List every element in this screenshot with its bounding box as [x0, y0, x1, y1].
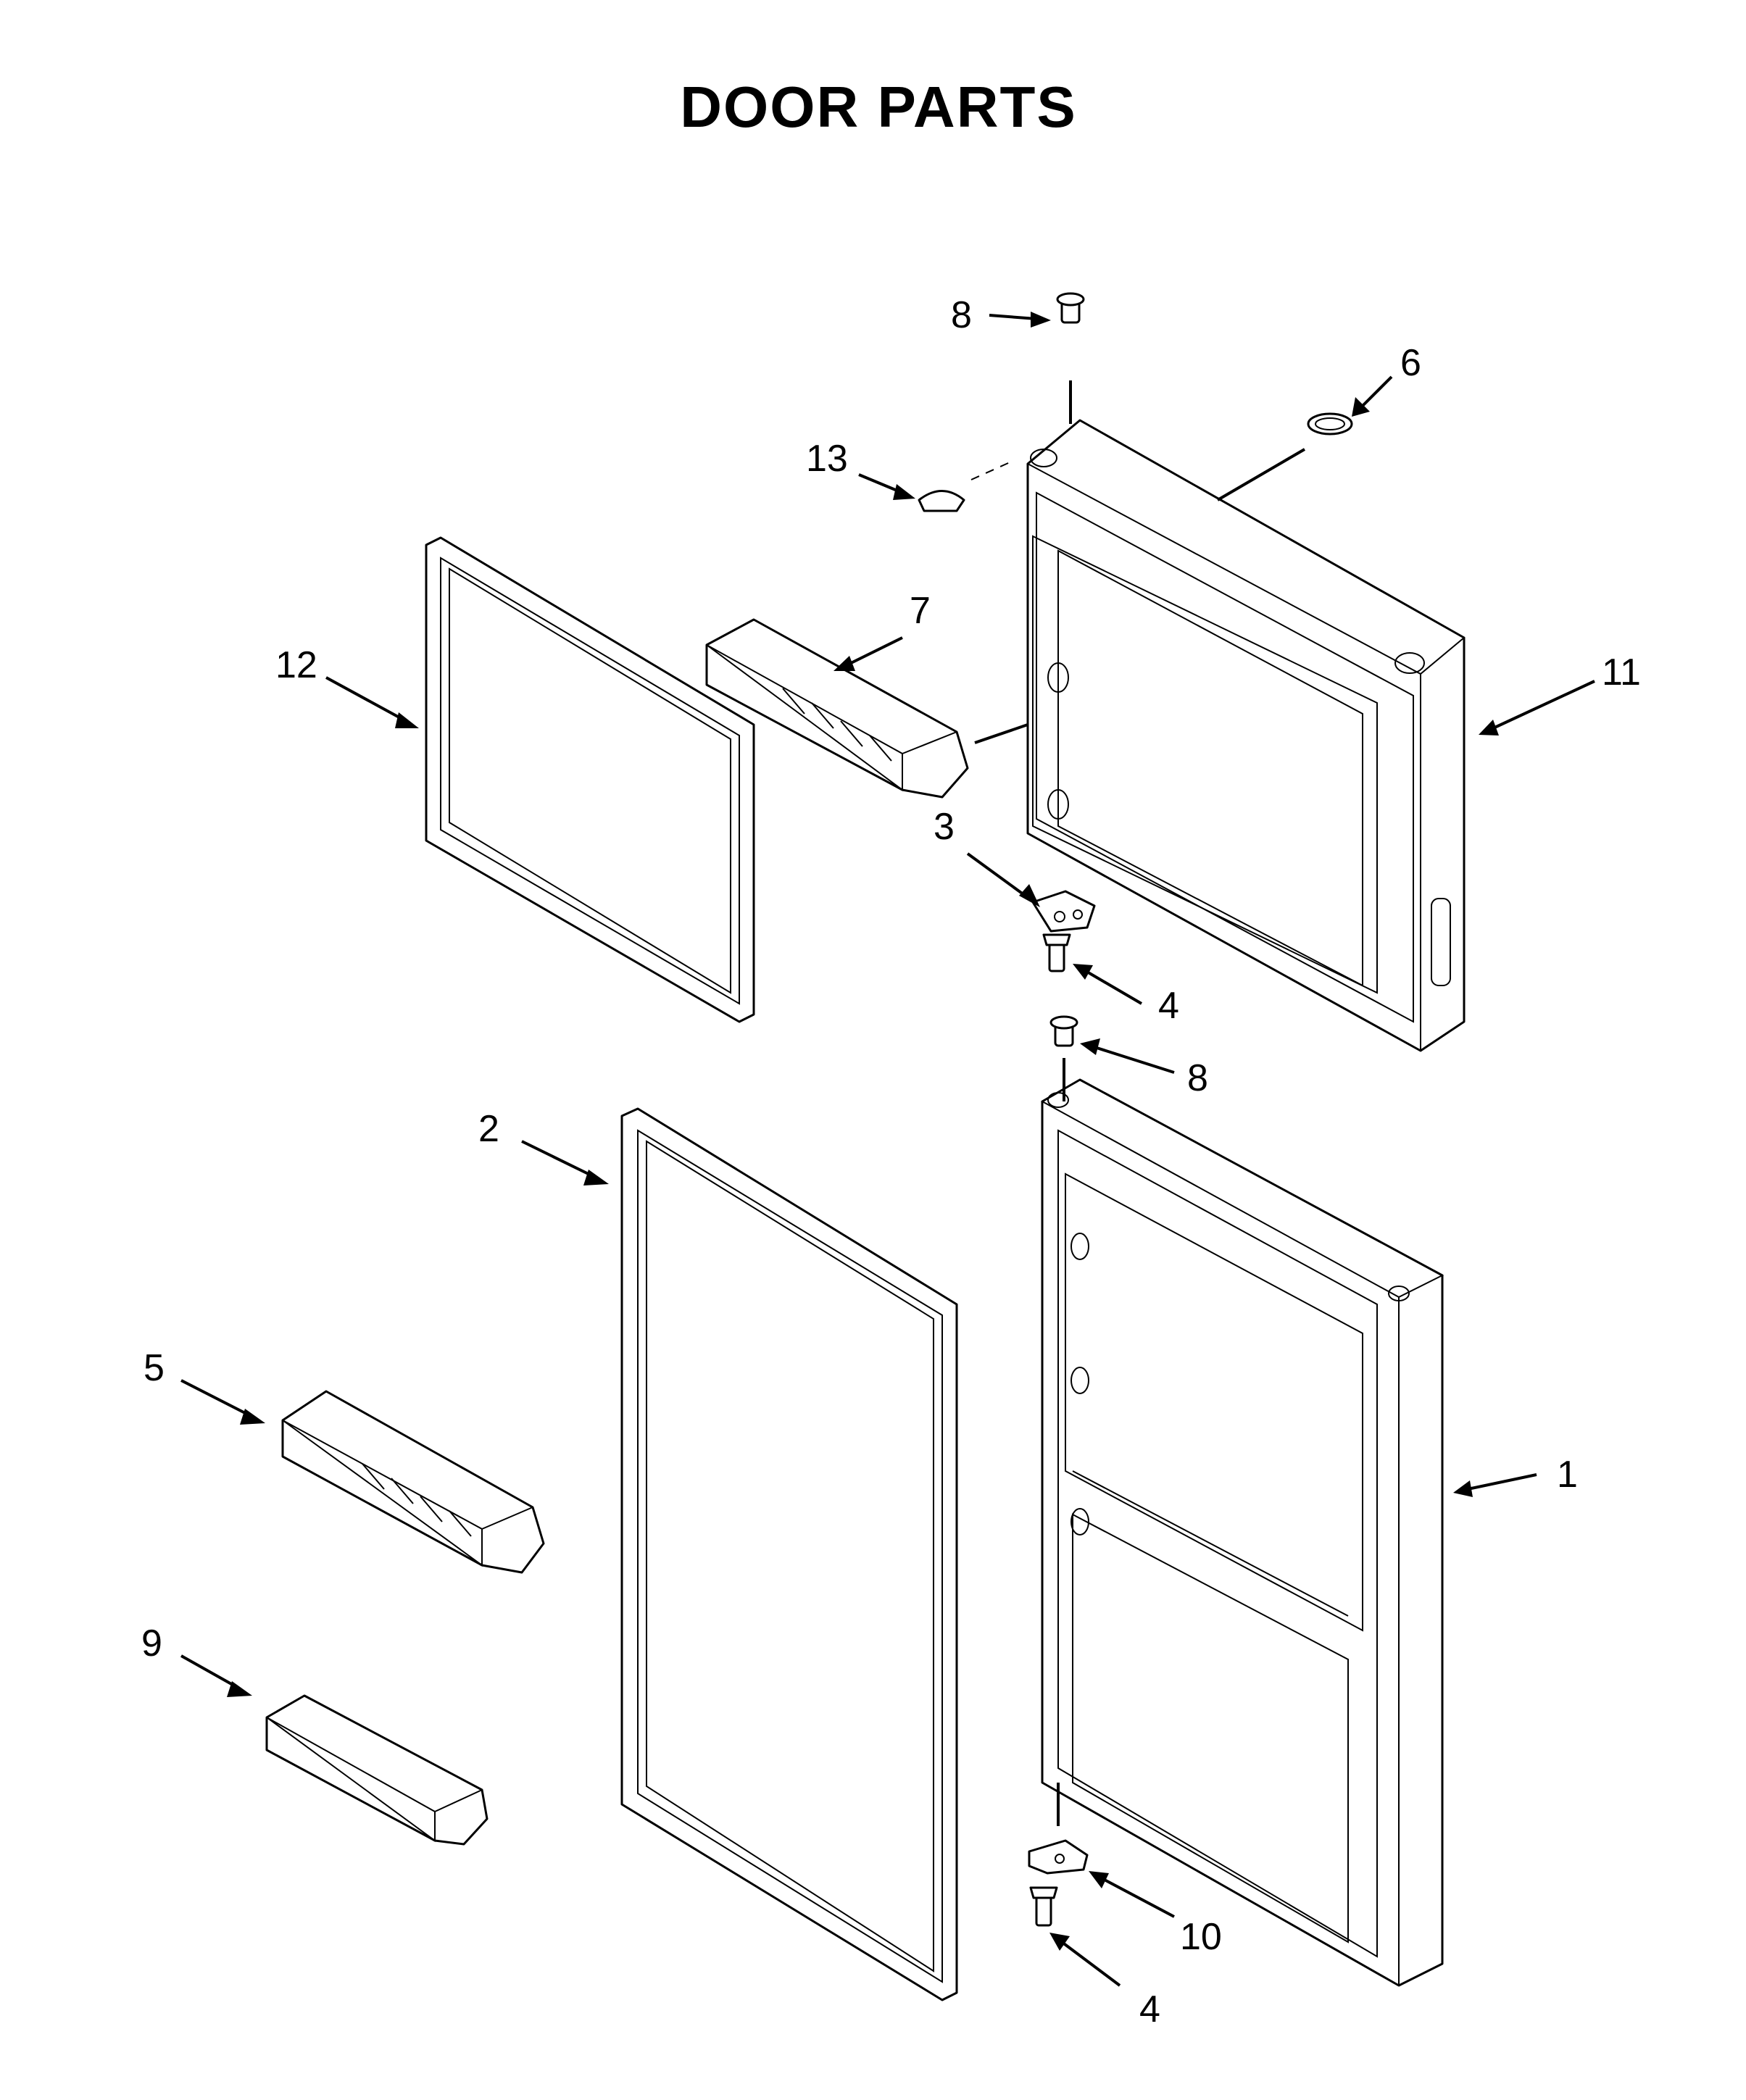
- callout-8-upper: 8: [951, 294, 972, 336]
- freezer-door-bin-part-7: [705, 618, 969, 799]
- hinge-pin-part-8-upper: [1056, 292, 1085, 324]
- screw-part-4-lower: [1029, 1886, 1058, 1927]
- callout-labels: 8 6 13 7 12 11 3 4 8 2 1 5 9 10 4: [141, 294, 1641, 2030]
- callout-13: 13: [806, 438, 848, 480]
- diagram-title: DOOR PARTS: [680, 75, 1076, 139]
- callout-12: 12: [275, 644, 317, 686]
- screw-part-4-upper: [1042, 933, 1071, 972]
- small-door-bin-part-9: [265, 1694, 489, 1846]
- assembly-lines: [970, 380, 1306, 1826]
- fresh-food-door-bin-part-5: [281, 1390, 545, 1574]
- hinge-pin-part-8-lower: [1049, 1015, 1078, 1047]
- center-hinge-part-3: [1031, 890, 1096, 933]
- callout-7: 7: [910, 590, 931, 632]
- freezer-door-part-11: [1026, 419, 1466, 1052]
- callout-8-lower: 8: [1187, 1057, 1208, 1099]
- callout-9: 9: [141, 1622, 162, 1664]
- callout-4-lower: 4: [1139, 1988, 1160, 2030]
- callout-3: 3: [934, 806, 955, 848]
- callout-2: 2: [478, 1108, 499, 1150]
- callout-1: 1: [1557, 1454, 1578, 1496]
- leader-arrows: [180, 312, 1595, 1987]
- bottom-hinge-part-10: [1028, 1839, 1089, 1875]
- fresh-food-door-part-1: [1040, 1078, 1444, 1987]
- callout-4-upper: 4: [1158, 985, 1179, 1027]
- fresh-food-gasket-part-2: [620, 1107, 958, 2001]
- washer-part-6: [1307, 412, 1353, 436]
- callout-10: 10: [1180, 1916, 1222, 1958]
- callout-6: 6: [1400, 342, 1421, 384]
- freezer-gasket-part-12: [425, 536, 755, 1023]
- callout-5: 5: [144, 1347, 165, 1389]
- callout-11: 11: [1602, 651, 1641, 693]
- hinge-cover-part-13: [918, 490, 965, 512]
